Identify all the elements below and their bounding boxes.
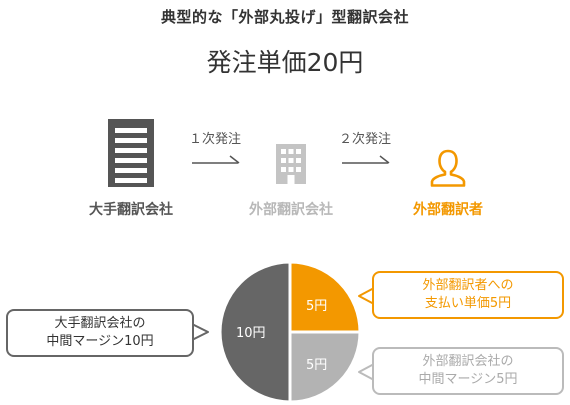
unit-price-heading: 発注単価20円 bbox=[206, 48, 364, 77]
flow-node-label-external-translator: 外部翻訳者 bbox=[413, 202, 483, 218]
callout-line: 外部翻訳者への bbox=[422, 278, 514, 293]
small-building-icon bbox=[275, 143, 307, 185]
pie-label-external-firm: 5円 bbox=[306, 358, 328, 373]
flow-node-label-major-firm: 大手翻訳会社 bbox=[89, 202, 173, 218]
callout-line: 中間マージン5円 bbox=[418, 372, 518, 387]
office-building-icon bbox=[107, 118, 155, 188]
pie-slice-translator bbox=[288, 260, 362, 334]
diagram-title: 典型的な「外部丸投げ」型翻訳会社 bbox=[160, 8, 409, 26]
person-icon bbox=[429, 148, 467, 188]
callout-translator-pay: 外部翻訳者への 支払い単価5円 bbox=[372, 271, 564, 319]
callout-line: 中間マージン10円 bbox=[46, 334, 154, 349]
arrow-label-first-order: １次発注 bbox=[188, 132, 241, 147]
callout-external-firm-margin: 外部翻訳会社の 中間マージン5円 bbox=[372, 347, 564, 395]
arrow-label-second-order: ２次発注 bbox=[338, 132, 391, 147]
pie-slice-external-firm bbox=[288, 330, 362, 404]
pie-slice-major-firm bbox=[218, 260, 292, 404]
callout-major-firm-margin: 大手翻訳会社の 中間マージン10円 bbox=[6, 309, 194, 357]
callout-line: 大手翻訳会社の bbox=[54, 316, 146, 331]
pie-label-translator: 5円 bbox=[306, 299, 328, 314]
right-arrow-icon bbox=[342, 152, 392, 166]
right-arrow-icon bbox=[192, 152, 242, 166]
callout-line: 外部翻訳会社の bbox=[422, 354, 514, 369]
margin-pie-chart bbox=[218, 260, 362, 404]
callout-line: 支払い単価5円 bbox=[424, 296, 512, 311]
pie-label-major-firm: 10円 bbox=[236, 326, 266, 341]
flow-node-label-external-firm: 外部翻訳会社 bbox=[249, 202, 333, 218]
